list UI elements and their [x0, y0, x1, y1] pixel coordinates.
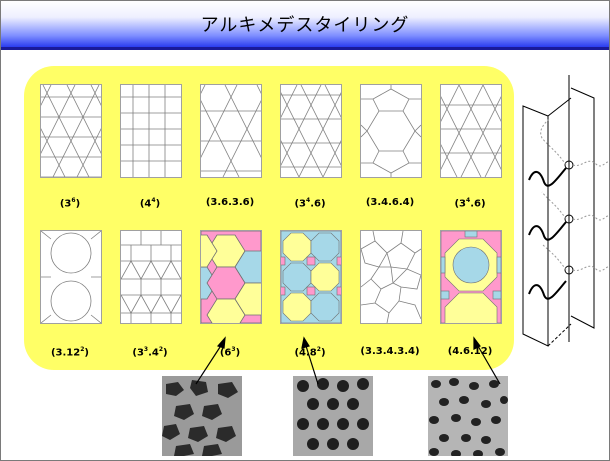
tiling-6-3	[200, 230, 262, 324]
tiling-3-4-6-b	[440, 84, 502, 178]
label-3-4-6-a: (34.6)	[294, 197, 326, 210]
label-3-12-12: (3.122)	[50, 346, 89, 359]
micrograph-4-6-12	[428, 376, 508, 456]
tiling-3-6-3-6	[200, 84, 262, 178]
label-3-4-6-b: (34.6)	[454, 197, 486, 210]
label-3-3-4-4: (33.42)	[132, 346, 168, 359]
tiling-4-8-8	[280, 230, 342, 324]
polymer-schematic	[522, 75, 610, 347]
label-3-4-6-4: (3.4.6.4)	[365, 197, 415, 208]
label-4-4: (44)	[139, 197, 161, 210]
micrograph-4-8-8	[293, 376, 373, 456]
tiling-3-3-4-3-4	[360, 230, 422, 324]
page-title: アルキメデスタイリング	[200, 15, 410, 36]
micrograph-6-3	[162, 376, 242, 456]
tiling-3-3-4-4	[120, 230, 182, 324]
title-divider	[1, 47, 609, 50]
tiling-3-4-6-a	[280, 84, 342, 178]
tiling-3-4-6-4	[360, 84, 422, 178]
tiling-3-12-12	[40, 230, 102, 324]
label-3-3-4-3-4: (3.3.4.3.4)	[360, 346, 420, 357]
label-3-6-3-6: (3.6.3.6)	[205, 197, 255, 208]
tiling-4-6-12	[440, 230, 502, 324]
tiling-panel	[24, 66, 514, 370]
tiling-3-6	[40, 84, 102, 178]
label-3-6: (36)	[59, 197, 81, 210]
tiling-4-4	[120, 84, 182, 178]
label-4-8-8: (4.82)	[294, 346, 326, 359]
label-6-3: (63)	[219, 346, 241, 359]
title-bar: アルキメデスタイリング	[1, 1, 609, 47]
label-4-6-12: (4.6.12)	[447, 346, 493, 357]
